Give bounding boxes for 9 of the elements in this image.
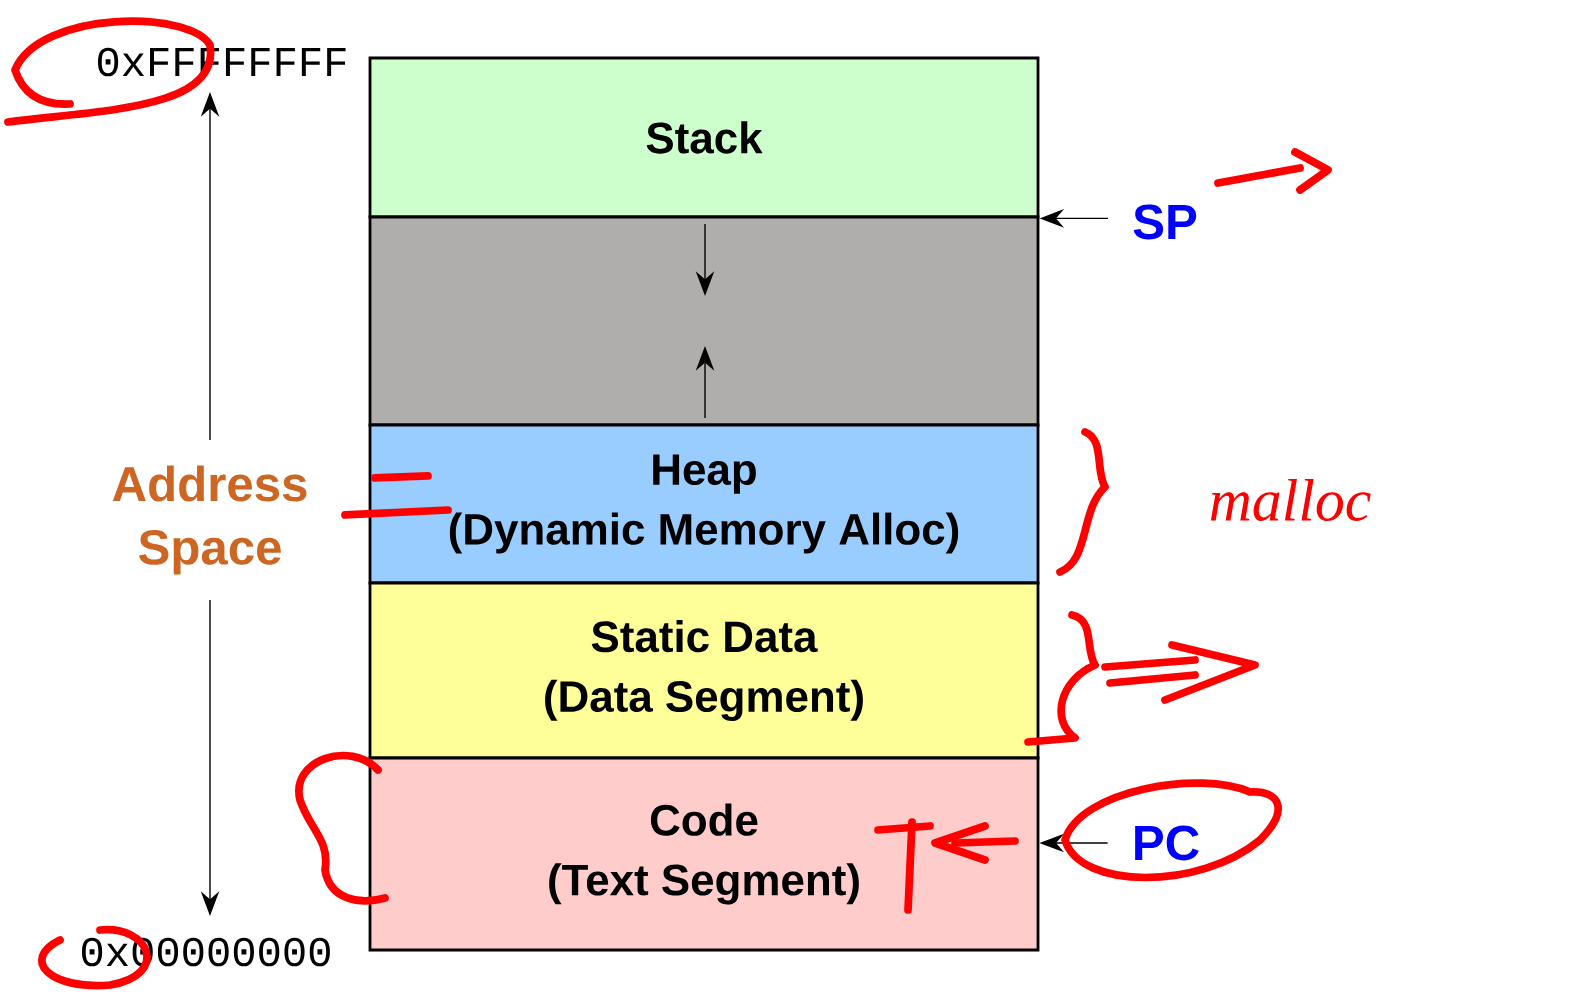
handwritten-note: malloc [1210,478,1371,521]
empty-segment-box [368,215,1040,427]
memory-segment-box: Code (Text Segment) [368,756,1040,952]
memory-segment-box: Static Data (Data Segment) [368,581,1040,760]
memory-segment-box: Stack [368,56,1040,219]
axis-label: Address Space [112,465,307,575]
memory-segment-box: Heap (Dynamic Memory Alloc) [368,423,1040,585]
pointer-label: PC [1135,825,1199,861]
pointer-label: SP [1133,204,1197,240]
